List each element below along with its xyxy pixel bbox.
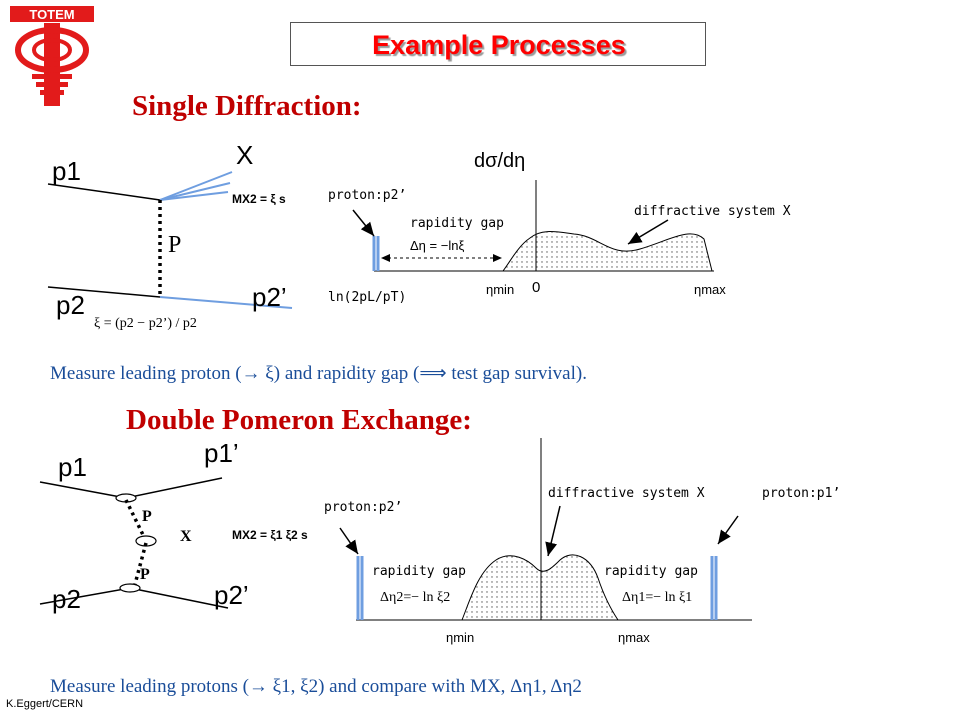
sd-zero: 0: [532, 279, 541, 296]
sd-x-line-3: [159, 191, 229, 201]
dpe-eta-max: ηmax: [618, 630, 650, 645]
sd-p1-text: p1: [52, 156, 81, 186]
dpe-pomeron-top: [124, 499, 148, 542]
dpe-proton-left-arrow: [339, 527, 359, 555]
sd-eta-min: ηmin: [486, 282, 515, 297]
sd-ln-label: ln(2pL/pT): [328, 290, 407, 305]
dpe-proton-left-label: proton:p2’: [324, 500, 403, 515]
sd-pomeron-label: P: [168, 232, 182, 258]
double-rapidity-plot: [339, 438, 752, 621]
logo-text: TOTEM: [29, 7, 74, 22]
sd-mx-formula: MX2 = ξ s: [232, 192, 286, 206]
dpe-pomeron2-label: P: [140, 566, 150, 583]
single-feynman-diagram: [47, 171, 293, 309]
dpe-gap-right-formula: Δη1=− ln ξ1: [622, 590, 693, 605]
single-rapidity-plot: [352, 180, 714, 272]
dpe-system-arrow: [545, 505, 561, 557]
sd-x-line-1: [159, 171, 233, 201]
dpe-proton-right-label: proton:p1’: [762, 486, 841, 501]
sd-distribution-shape: [501, 231, 713, 272]
dpe-p1prime-line: [125, 477, 223, 499]
dpe-gap-left-label: rapidity gap: [372, 564, 466, 579]
totem-logo: TOTEM: [10, 6, 94, 106]
dpe-measure-note: Measure leading protons (→ ξ1, ξ2) and c…: [50, 676, 582, 697]
sd-x-line-2: [159, 182, 231, 201]
dpe-proton-right-arrow: [717, 515, 739, 545]
sd-p2-label: p2: [56, 290, 85, 320]
sd-x-label: X: [236, 140, 254, 170]
sd-p2-line: [47, 286, 161, 298]
dpe-x-label: X: [180, 528, 192, 545]
double-feynman-diagram: [39, 477, 229, 609]
sd-xi-formula: ξ = (p2 − p2’) / p2: [94, 316, 197, 331]
sd-proton-label: proton:p2’: [328, 188, 407, 203]
dpe-distribution-shape: [461, 554, 619, 621]
sd-measure-note: Measure leading proton (→ ξ) and rapidit…: [50, 363, 587, 384]
dpe-gap-right-label: rapidity gap: [604, 564, 698, 579]
sd-eta-max: ηmax: [694, 282, 726, 297]
dpe-p1-line: [39, 481, 127, 499]
sd-gap-label: rapidity gap: [410, 216, 504, 231]
totem-logo-graphic: TOTEM: [10, 6, 94, 106]
sd-plot-ylabel: dσ/dη: [474, 150, 526, 172]
dpe-p2-line: [39, 587, 131, 605]
dpe-vertex-bottom: [119, 583, 141, 593]
sd-system-arrow: [627, 219, 669, 245]
sd-p1-label: p1: [52, 156, 81, 187]
title-box: Example Processes: [290, 22, 706, 66]
sd-gap-formula: Δη = −lnξ: [410, 238, 465, 253]
dpe-p2prime-line: [129, 587, 229, 609]
sd-p1-line: [47, 183, 161, 201]
dpe-p1-label: p1: [58, 452, 87, 482]
dpe-eta-min: ηmin: [446, 630, 475, 645]
double-pomeron-heading: Double Pomeron Exchange:: [126, 404, 472, 436]
page-title: Example Processes: [372, 30, 626, 60]
dpe-p1prime-label: p1’: [204, 438, 239, 468]
dpe-system-label: diffractive system X: [548, 486, 705, 501]
sd-system-label: diffractive system X: [634, 204, 791, 219]
dpe-pomeron-bottom: [132, 542, 148, 589]
dpe-p2-label: p2: [52, 584, 81, 614]
credit-text: K.Eggert/CERN: [6, 698, 84, 710]
sd-p2prime-label: p2’: [252, 282, 287, 312]
dpe-pomeron1-label: P: [142, 508, 152, 525]
dpe-p2prime-label: p2’: [214, 580, 249, 610]
single-diffraction-heading: Single Diffraction:: [132, 90, 362, 122]
dpe-gap-left-formula: Δη2=− ln ξ2: [380, 590, 451, 605]
sd-proton-arrow: [352, 209, 375, 237]
sd-p2prime-line: [159, 296, 293, 309]
dpe-mx-formula: MX2 = ξ1 ξ2 s: [232, 528, 308, 542]
